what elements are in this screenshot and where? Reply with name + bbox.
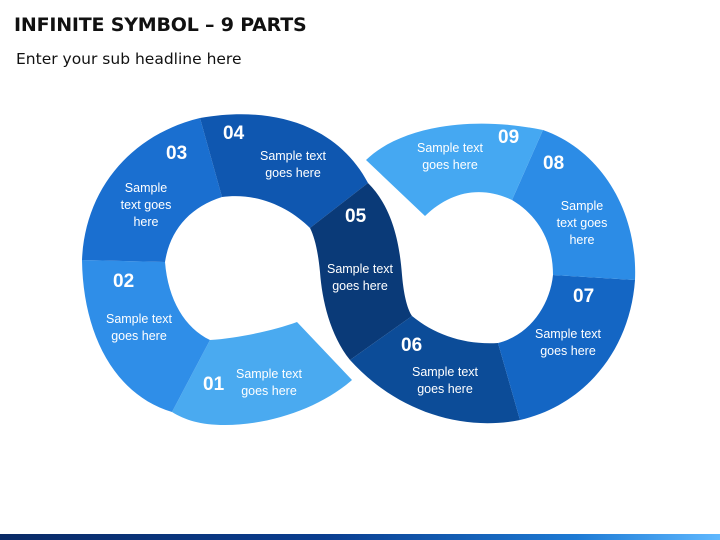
segment-04-shape: [200, 114, 368, 228]
segment-08-number: 08: [543, 153, 564, 174]
segment-09-text-line-1: Sample text: [417, 141, 484, 155]
segment-08-text-line-2: text goes: [557, 216, 608, 230]
segment-06-text: Sample text goes here: [412, 365, 479, 396]
segment-08-text-line-1: Sample: [561, 199, 603, 213]
segment-03-text: Sample text goes here: [121, 181, 172, 229]
segment-04-text-line-1: Sample text: [260, 149, 327, 163]
segment-02-text-line-2: goes here: [111, 329, 167, 343]
segment-07-text-line-2: goes here: [540, 344, 596, 358]
segment-08[interactable]: 08 Sample text goes here: [512, 130, 636, 280]
segment-04-text: Sample text goes here: [260, 149, 327, 180]
segment-08-text-line-3: here: [569, 233, 594, 247]
segment-01-text-line-2: goes here: [241, 384, 297, 398]
segment-07-number: 07: [573, 286, 594, 307]
page-subtitle: Enter your sub headline here: [16, 50, 242, 68]
segment-01-shape: [172, 322, 352, 425]
footer-accent-bar: [0, 534, 720, 540]
segment-01[interactable]: 01 Sample text goes here: [172, 322, 352, 425]
segment-05[interactable]: 05 Sample text goes here: [310, 183, 412, 360]
segment-01-text: Sample text goes here: [236, 367, 303, 398]
segment-08-shape: [512, 130, 636, 280]
segment-05-shape: [310, 183, 412, 360]
segment-03-text-line-2: text goes: [121, 198, 172, 212]
segment-05-text: Sample text goes here: [327, 262, 394, 293]
segment-09-text: Sample text goes here: [417, 141, 484, 172]
segment-07[interactable]: 07 Sample text goes here: [498, 275, 635, 420]
segment-06-number: 06: [401, 335, 422, 356]
page-title: INFINITE SYMBOL – 9 PARTS: [14, 14, 307, 36]
segment-09-shape: [366, 123, 543, 216]
segment-05-number: 05: [345, 206, 367, 227]
segment-03-text-line-1: Sample: [125, 181, 167, 195]
segment-01-number: 01: [203, 374, 225, 395]
segment-06-text-line-2: goes here: [417, 382, 473, 396]
segment-03-number: 03: [166, 143, 187, 164]
segment-03[interactable]: 03 Sample text goes here: [82, 118, 222, 262]
segment-08-text: Sample text goes here: [557, 199, 608, 247]
segment-09[interactable]: 09 Sample text goes here: [366, 123, 543, 216]
segment-07-text: Sample text goes here: [535, 327, 602, 358]
segment-01-text-line-1: Sample text: [236, 367, 303, 381]
segment-09-number: 09: [498, 127, 519, 148]
segment-02-shape: [82, 260, 210, 412]
segment-04-text-line-2: goes here: [265, 166, 321, 180]
segment-03-shape: [82, 118, 222, 262]
segment-09-text-line-2: goes here: [422, 158, 478, 172]
segment-03-text-line-3: here: [133, 215, 158, 229]
segment-06-text-line-1: Sample text: [412, 365, 479, 379]
segment-02-number: 02: [113, 271, 134, 292]
segment-06[interactable]: 06 Sample text goes here: [350, 316, 520, 424]
segment-05-text-line-2: goes here: [332, 279, 388, 293]
segment-04[interactable]: 04 Sample text goes here: [200, 114, 368, 228]
segment-05-text-line-1: Sample text: [327, 262, 394, 276]
segment-02[interactable]: 02 Sample text goes here: [82, 260, 210, 412]
segment-07-shape: [498, 275, 635, 420]
segment-02-text-line-1: Sample text: [106, 312, 173, 326]
segment-07-text-line-1: Sample text: [535, 327, 602, 341]
segment-04-number: 04: [223, 123, 245, 144]
segment-06-shape: [350, 316, 520, 424]
segment-02-text: Sample text goes here: [106, 312, 173, 343]
